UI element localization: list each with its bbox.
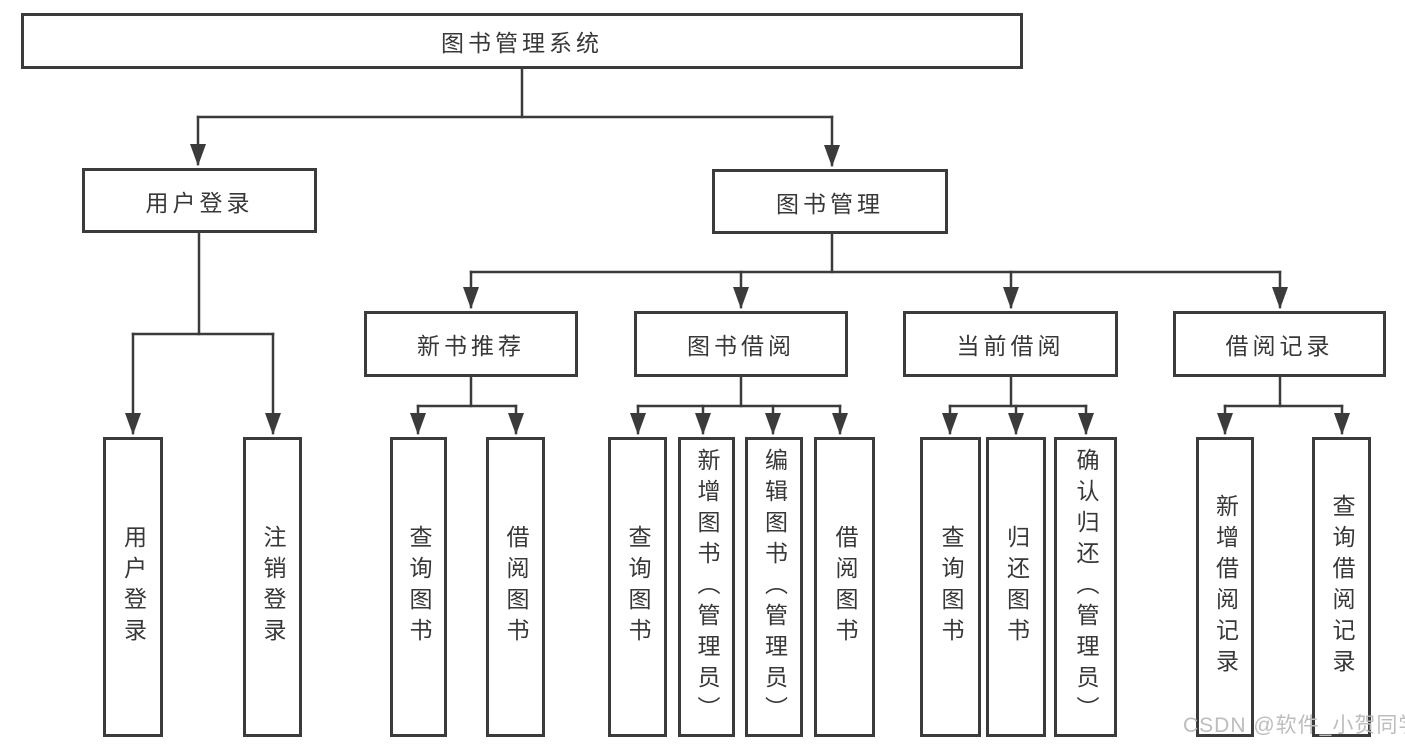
leaf-borrow-books: 借阅图书	[814, 437, 875, 737]
node-book-mgmt-system-label: 图书管理系统	[441, 30, 603, 56]
node-new-book-recommend: 新书推荐	[364, 311, 578, 377]
leaf-query-borrow-record: 查询借阅记录	[1312, 437, 1371, 737]
node-user-login: 用户登录	[82, 168, 317, 233]
node-book-mgmt: 图书管理	[712, 169, 948, 234]
leaf-query-books-borrowing: 查询图书	[608, 437, 667, 737]
leaf-query-books-borrowing-label: 查询图书	[625, 525, 651, 649]
node-user-login-label: 用户登录	[145, 189, 254, 216]
leaf-return-books-label: 归还图书	[1003, 525, 1030, 649]
leaf-add-borrow-record-label: 新增借阅记录	[1212, 494, 1239, 680]
node-book-borrowing: 图书借阅	[634, 311, 848, 377]
leaf-return-books: 归还图书	[986, 437, 1046, 737]
leaf-logout-label: 注销登录	[260, 525, 286, 649]
node-current-borrowing-label: 当前借阅	[956, 333, 1065, 359]
node-book-mgmt-label: 图书管理	[776, 190, 884, 217]
leaf-user-login-label: 用户登录	[120, 525, 147, 649]
leaf-borrow-books-label: 借阅图书	[832, 525, 858, 649]
csdn-watermark: CSDN @软件_小贺同学	[1183, 714, 1405, 737]
leaf-query-books-recommend-label: 查询图书	[406, 525, 432, 649]
leaf-confirm-return-admin: 确认归还（管理员）	[1054, 437, 1117, 737]
leaf-query-borrow-record-label: 查询借阅记录	[1329, 494, 1355, 680]
node-borrowing-records: 借阅记录	[1173, 311, 1386, 377]
leaf-confirm-return-admin-label: 确认归还（管理员）	[1073, 447, 1099, 727]
leaf-query-books-current: 查询图书	[920, 437, 981, 737]
leaf-borrow-books-recommend: 借阅图书	[486, 437, 545, 737]
leaf-user-login: 用户登录	[103, 437, 163, 737]
leaf-borrow-books-recommend-label: 借阅图书	[503, 525, 529, 649]
leaf-add-books-admin: 新增图书（管理员）	[678, 437, 735, 737]
node-current-borrowing: 当前借阅	[903, 311, 1118, 377]
node-book-mgmt-system: 图书管理系统	[21, 13, 1023, 69]
leaf-edit-books-admin: 编辑图书（管理员）	[745, 437, 803, 737]
node-borrowing-records-label: 借阅记录	[1225, 333, 1334, 359]
node-book-borrowing-label: 图书借阅	[687, 333, 795, 359]
leaf-add-borrow-record: 新增借阅记录	[1196, 437, 1254, 737]
leaf-query-books-recommend: 查询图书	[390, 437, 447, 737]
leaf-edit-books-admin-label: 编辑图书（管理员）	[761, 447, 788, 727]
leaf-query-books-current-label: 查询图书	[938, 525, 964, 649]
leaf-logout: 注销登录	[243, 437, 302, 737]
node-new-book-recommend-label: 新书推荐	[417, 333, 525, 359]
leaf-add-books-admin-label: 新增图书（管理员）	[694, 447, 720, 727]
